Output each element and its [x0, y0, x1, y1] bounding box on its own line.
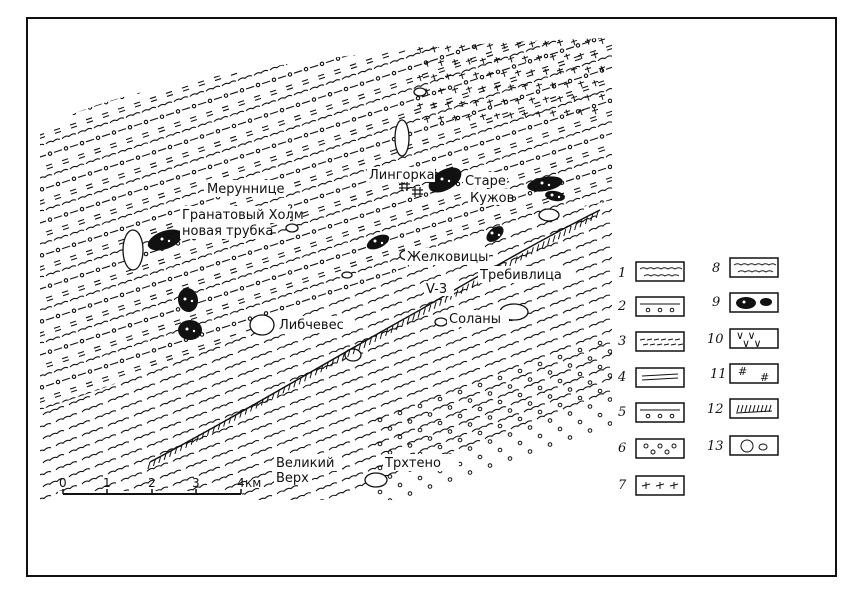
legend-num-5: 5	[618, 405, 626, 420]
rock-body	[177, 288, 199, 312]
cross-zone	[416, 37, 606, 123]
map-frame	[26, 17, 837, 577]
place-solany: Соланы	[449, 312, 501, 327]
legend-num-3: 3	[618, 334, 626, 349]
legend-swatch-5	[635, 402, 685, 423]
outline-body	[364, 472, 388, 488]
place-veliky: Великий	[276, 456, 334, 471]
place-trhteno: Трхтено	[384, 456, 441, 471]
outline-body	[285, 223, 299, 233]
outline-body	[538, 208, 560, 222]
outline-body	[434, 317, 448, 327]
legend-num-2: 2	[617, 299, 626, 314]
legend-swatch-7	[635, 475, 685, 496]
legend-num-6: 6	[618, 441, 626, 456]
outline-body	[413, 87, 427, 97]
legend-num-9: 9	[712, 295, 720, 310]
legend-swatch-8	[729, 257, 779, 278]
legend-swatch-12	[729, 398, 779, 419]
rock-body	[486, 226, 504, 242]
legend-swatch-13	[729, 435, 779, 456]
svg-text:∨ ∨: ∨ ∨	[742, 337, 762, 350]
legend-num-13: 13	[707, 439, 724, 454]
legend-swatch-11: ##	[729, 363, 779, 384]
legend-swatch-10: ∨ ∨∨ ∨	[729, 328, 779, 350]
svg-text:#: #	[738, 365, 747, 378]
place-stare: Старе	[465, 174, 506, 189]
scale-unit: км	[245, 476, 261, 490]
hash-marker	[412, 187, 423, 197]
outline-body	[341, 271, 353, 279]
circle-band	[377, 340, 612, 500]
outline-body	[122, 229, 144, 271]
rock-body	[545, 190, 565, 202]
fault-line	[147, 209, 601, 470]
legend-num-11: 11	[710, 367, 727, 382]
outline-body	[249, 314, 275, 336]
legend-swatch-4	[635, 367, 685, 388]
place-trebivlica: Требивлица	[479, 268, 562, 283]
place-novaya-trubka: новая трубка	[182, 224, 273, 239]
place-libcheves: Либчевес	[279, 318, 344, 333]
svg-text:#: #	[760, 371, 769, 384]
place-verh: Верх	[276, 471, 309, 486]
place-lingorka: Лингорка	[369, 168, 435, 183]
scale-tick-3: 3	[192, 476, 200, 490]
svg-text:∨ ∨: ∨ ∨	[736, 329, 756, 342]
hash-marker	[399, 181, 410, 191]
place-granatovy-holm: Гранатовый Холм	[182, 208, 304, 223]
scale-tick-2: 2	[148, 476, 156, 490]
legend-swatch-1	[635, 261, 685, 282]
legend-num-4: 4	[617, 370, 626, 385]
legend-swatch-2	[635, 296, 685, 317]
place-merunice: Меруннице	[207, 182, 284, 197]
place-labels: Меруннице Гранатовый Холм новая трубка Л…	[180, 167, 572, 486]
legend-num-8: 8	[712, 261, 720, 276]
legend-swatch-3	[635, 331, 685, 352]
map-patterns	[40, 37, 612, 500]
legend-num-10: 10	[707, 332, 724, 347]
rock-body	[527, 176, 563, 192]
scale-tick-1: 1	[103, 476, 111, 490]
rock-body	[428, 167, 462, 193]
place-kuzhov: Кужов	[470, 191, 514, 206]
legend-num-7: 7	[618, 478, 627, 493]
legend-swatch-9	[729, 292, 779, 313]
map-legend: 1 2 3 4 5 6 7 8 9 10 11 12 13 ∨ ∨∨ ∨##	[617, 257, 779, 496]
scale-tick-4: 4	[237, 476, 245, 490]
legend-num-1: 1	[618, 266, 626, 281]
rock-body	[147, 229, 183, 251]
rock-body	[366, 234, 390, 250]
place-zhelkovicy: Желковицы	[407, 250, 488, 265]
rock-body	[178, 320, 202, 340]
legend-num-12: 12	[707, 402, 724, 417]
scale-bar: 0 1 2 3 4 км	[58, 476, 261, 507]
outline-body	[394, 119, 410, 157]
legend-swatch-6	[635, 438, 685, 459]
scale-tick-0: 0	[59, 476, 67, 490]
place-v3: V-3	[426, 282, 447, 297]
